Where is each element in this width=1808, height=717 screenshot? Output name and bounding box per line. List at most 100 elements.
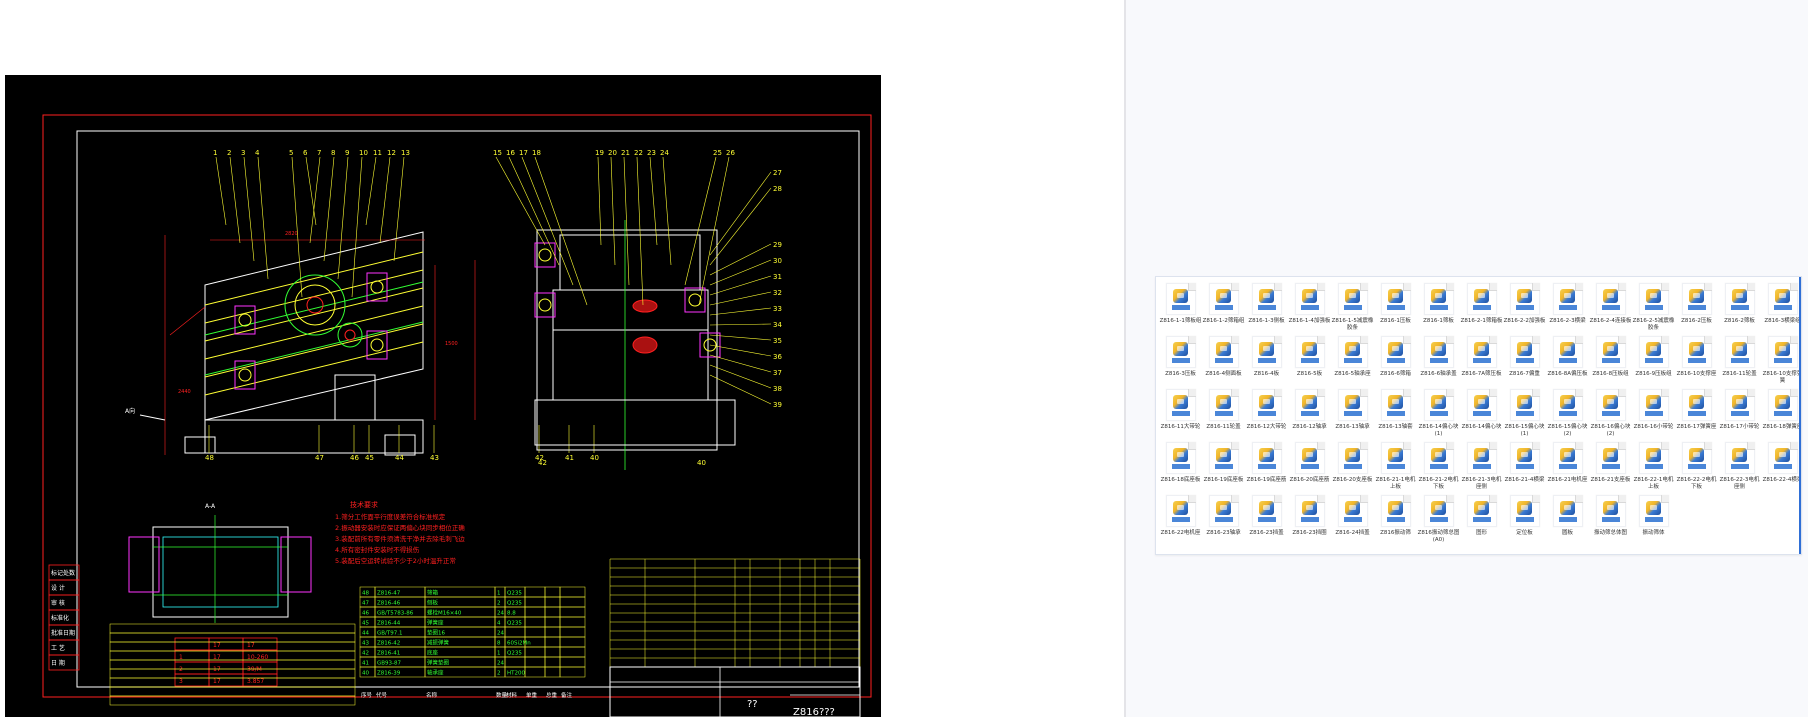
file-item[interactable]: Z816-20支座板 xyxy=(1331,438,1374,491)
file-name: Z816振动筛总图(A0) xyxy=(1417,530,1460,543)
file-item[interactable]: Z816-16小带轮 xyxy=(1632,385,1675,438)
file-item[interactable]: Z816-22-4横梁 xyxy=(1761,438,1801,491)
file-item[interactable]: Z816-7偏重 xyxy=(1503,332,1546,385)
file-item[interactable]: Z816-15偏心块(1) xyxy=(1503,385,1546,438)
file-item[interactable]: Z816-1-5减震橡胶条 xyxy=(1331,279,1374,332)
file-item[interactable]: Z816-9压板组 xyxy=(1632,332,1675,385)
file-item[interactable]: Z816-18底座板 xyxy=(1159,438,1202,491)
file-item[interactable]: Z816-1-1筛板组 xyxy=(1159,279,1202,332)
file-item[interactable]: Z816-22-3电机座侧 xyxy=(1718,438,1761,491)
parts-table-cell xyxy=(524,596,546,608)
file-item[interactable]: Z816-1-4加强板 xyxy=(1288,279,1331,332)
file-item[interactable]: Z816-7A筛压板 xyxy=(1460,332,1503,385)
file-item[interactable]: Z816-2压板 xyxy=(1675,279,1718,332)
leader-line xyxy=(698,156,730,306)
dimension-text: 2820 xyxy=(285,231,298,237)
file-item[interactable]: Z816-10支撑弹簧 xyxy=(1761,332,1801,385)
file-item[interactable]: Z816-23轴承 xyxy=(1202,491,1245,544)
bearing-housing xyxy=(534,242,556,268)
file-item[interactable]: Z816-4侧面板 xyxy=(1202,332,1245,385)
file-item[interactable]: Z816-2-5减震橡胶条 xyxy=(1632,279,1675,332)
file-item[interactable]: Z816-15偏心块(2) xyxy=(1546,385,1589,438)
file-item[interactable]: Z816-17小带轮 xyxy=(1718,385,1761,438)
file-item[interactable]: Z816-17弹簧座 xyxy=(1675,385,1718,438)
side-table-text: 17 xyxy=(213,666,221,673)
file-item[interactable]: Z816-12大带轮 xyxy=(1245,385,1288,438)
file-item[interactable]: Z816-22电机座 xyxy=(1159,491,1202,544)
part-callout: 36 xyxy=(773,353,782,361)
file-item[interactable]: Z816-6轴承盖 xyxy=(1417,332,1460,385)
file-item[interactable]: Z816-2-4连接板 xyxy=(1589,279,1632,332)
part-callout: 9 xyxy=(345,149,349,157)
file-item[interactable]: Z816-11轮盖 xyxy=(1718,332,1761,385)
dwg-file-icon xyxy=(1681,283,1712,315)
file-item[interactable]: 定位板 xyxy=(1503,491,1546,544)
file-item[interactable]: Z816-21-1电机上板 xyxy=(1374,438,1417,491)
file-item[interactable]: 振动筛体 xyxy=(1632,491,1675,544)
file-item[interactable]: Z816-21电机座 xyxy=(1546,438,1589,491)
file-item[interactable]: Z816-4板 xyxy=(1245,332,1288,385)
file-item[interactable]: Z816-6筛箱 xyxy=(1374,332,1417,385)
file-item[interactable]: 圆板 xyxy=(1546,491,1589,544)
file-item[interactable]: Z816-3压板 xyxy=(1159,332,1202,385)
file-item[interactable]: Z816-1-3侧板 xyxy=(1245,279,1288,332)
file-item[interactable]: Z816-21-2电机下板 xyxy=(1417,438,1460,491)
screen-deck-line xyxy=(204,269,424,324)
file-name: 定位板 xyxy=(1516,530,1533,536)
part-callout: 30 xyxy=(773,257,782,265)
file-item[interactable]: Z816-22-2电机下板 xyxy=(1675,438,1718,491)
drawing-frame xyxy=(76,130,860,688)
side-table-cell xyxy=(242,673,278,687)
end-view-base xyxy=(534,399,736,446)
file-item[interactable]: Z816-21-4横梁 xyxy=(1503,438,1546,491)
file-item[interactable]: Z816-2-2加强板 xyxy=(1503,279,1546,332)
file-name: Z816-18弹簧座 xyxy=(1762,424,1802,430)
file-item[interactable]: Z816-21-3电机座侧 xyxy=(1460,438,1503,491)
file-item[interactable]: Z816振动筛 xyxy=(1374,491,1417,544)
file-item[interactable]: Z816-2-3横梁 xyxy=(1546,279,1589,332)
file-name: Z816-5轴承座 xyxy=(1334,371,1371,377)
file-name: Z816-23挡盖 xyxy=(1249,530,1284,536)
file-item[interactable]: Z816-8压板组 xyxy=(1589,332,1632,385)
file-item[interactable]: Z816-5板 xyxy=(1288,332,1331,385)
file-item[interactable]: Z816-1压板 xyxy=(1374,279,1417,332)
file-item[interactable]: Z816-1筛板 xyxy=(1417,279,1460,332)
file-item[interactable]: Z816-2筛板 xyxy=(1718,279,1761,332)
file-item[interactable]: Z816-19底座筋 xyxy=(1245,438,1288,491)
file-item[interactable]: Z816-23挡圈 xyxy=(1288,491,1331,544)
file-item[interactable]: Z816振动筛总图(A0) xyxy=(1417,491,1460,544)
file-item[interactable]: Z816-2-1筛箱板 xyxy=(1460,279,1503,332)
file-item[interactable]: Z816-20底座筋 xyxy=(1288,438,1331,491)
file-item[interactable]: Z816-11大带轮 xyxy=(1159,385,1202,438)
file-name: Z816-2-1筛箱板 xyxy=(1460,318,1503,324)
file-item[interactable]: Z816-22-1电机上板 xyxy=(1632,438,1675,491)
dwg-file-icon xyxy=(1681,336,1712,368)
file-item[interactable]: Z816-14偏心块(1) xyxy=(1417,385,1460,438)
pane-divider[interactable] xyxy=(1124,0,1126,717)
file-item[interactable]: Z816-14偏心块 xyxy=(1460,385,1503,438)
part-callout: 32 xyxy=(773,289,782,297)
file-item[interactable]: Z816-5轴承座 xyxy=(1331,332,1374,385)
file-item[interactable]: Z816-8A偏压板 xyxy=(1546,332,1589,385)
file-item[interactable]: Z816-3横梁组 xyxy=(1761,279,1801,332)
file-item[interactable]: Z816-10支撑座 xyxy=(1675,332,1718,385)
file-item[interactable]: Z816-13轴承 xyxy=(1331,385,1374,438)
file-name: Z816-11大带轮 xyxy=(1160,424,1201,430)
dwg-file-icon xyxy=(1208,389,1239,421)
file-item[interactable]: Z816-16偏心块(2) xyxy=(1589,385,1632,438)
file-item[interactable]: Z816-21支座板 xyxy=(1589,438,1632,491)
file-item[interactable]: 图形 xyxy=(1460,491,1503,544)
file-item[interactable]: Z816-13轴套 xyxy=(1374,385,1417,438)
file-item[interactable]: Z816-11轮盖 xyxy=(1202,385,1245,438)
file-item[interactable]: Z816-12轴承 xyxy=(1288,385,1331,438)
file-name: Z816-11轮盖 xyxy=(1722,371,1757,377)
parts-table-text: 螺栓M16×40 xyxy=(427,609,462,617)
part-callout: 47 xyxy=(315,454,324,462)
file-item[interactable]: Z816-1-2筛箱组 xyxy=(1202,279,1245,332)
file-item[interactable]: Z816-19底座板 xyxy=(1202,438,1245,491)
file-item[interactable]: 振动筛总体图 xyxy=(1589,491,1632,544)
file-item[interactable]: Z816-23挡盖 xyxy=(1245,491,1288,544)
file-item[interactable]: Z816-24挡盖 xyxy=(1331,491,1374,544)
file-item[interactable]: Z816-18弹簧座 xyxy=(1761,385,1802,438)
